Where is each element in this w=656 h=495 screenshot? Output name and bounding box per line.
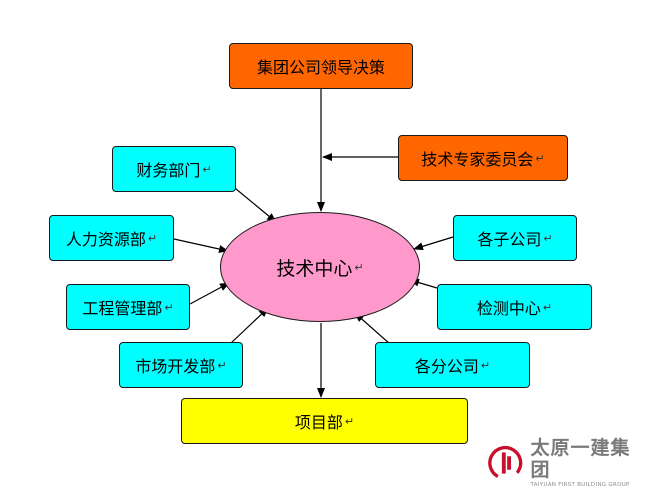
subsidiaries-label: 各子公司 (477, 230, 542, 249)
return-mark-icon: ↵ (543, 231, 553, 245)
arrow-engineering-to-center (189, 282, 230, 305)
top-decision-label: 集团公司领导决策 (256, 58, 385, 77)
arrow-market-to-center (229, 307, 269, 345)
testing-center-label: 检测中心 (476, 299, 541, 318)
return-mark-icon: ↵ (344, 414, 355, 428)
return-mark-icon: ↵ (147, 231, 158, 245)
return-mark-icon: ↵ (542, 300, 553, 314)
market-development-box: 市场开发部↵ (119, 342, 243, 388)
arrow-finance-to-center (229, 183, 277, 223)
expert-committee-label: 技术专家委员会 (421, 150, 534, 169)
arrow-branches-to-center (354, 312, 391, 345)
arrow-hr-to-center (173, 238, 229, 253)
finance-department-box: 财务部门↵ (112, 146, 236, 192)
testing-center-box: 检测中心↵ (437, 284, 592, 330)
project-department-label: 项目部 (294, 413, 343, 432)
return-mark-icon: ↵ (217, 358, 227, 372)
return-mark-icon: ↵ (164, 300, 174, 314)
return-mark-icon: ↵ (535, 151, 545, 165)
return-mark-icon: ↵ (354, 260, 364, 274)
subsidiaries-box: 各子公司↵ (453, 215, 577, 261)
technology-center-label: 技术中心 (276, 257, 353, 280)
market-development-label: 市场开发部 (135, 357, 216, 376)
taiyuan-first-building-logo-icon (488, 445, 523, 481)
technology-center-ellipse: 技术中心↵ (220, 212, 420, 322)
branches-label: 各分公司 (414, 357, 479, 376)
expert-committee-box: 技术专家委员会↵ (398, 135, 568, 181)
company-logo: 太原一建集团 TAIYUAN FIRST BUILDING GROUP (486, 437, 646, 488)
engineering-management-box: 工程管理部↵ (66, 284, 190, 330)
branches-box: 各分公司↵ (375, 342, 530, 388)
finance-department-label: 财务部门 (136, 161, 201, 180)
project-department-box: 项目部↵ (181, 398, 468, 444)
engineering-management-label: 工程管理部 (82, 299, 163, 318)
top-decision-box: 集团公司领导决策 (229, 43, 413, 89)
hr-department-box: 人力资源部↵ (49, 215, 174, 261)
return-mark-icon: ↵ (480, 358, 491, 372)
logo-name-cn: 太原一建集团 (530, 437, 631, 481)
return-mark-icon: ↵ (202, 162, 212, 176)
hr-department-label: 人力资源部 (65, 230, 146, 249)
arrow-subsidiaries-to-center (413, 236, 454, 251)
logo-name-en: TAIYUAN FIRST BUILDING GROUP (530, 482, 630, 488)
